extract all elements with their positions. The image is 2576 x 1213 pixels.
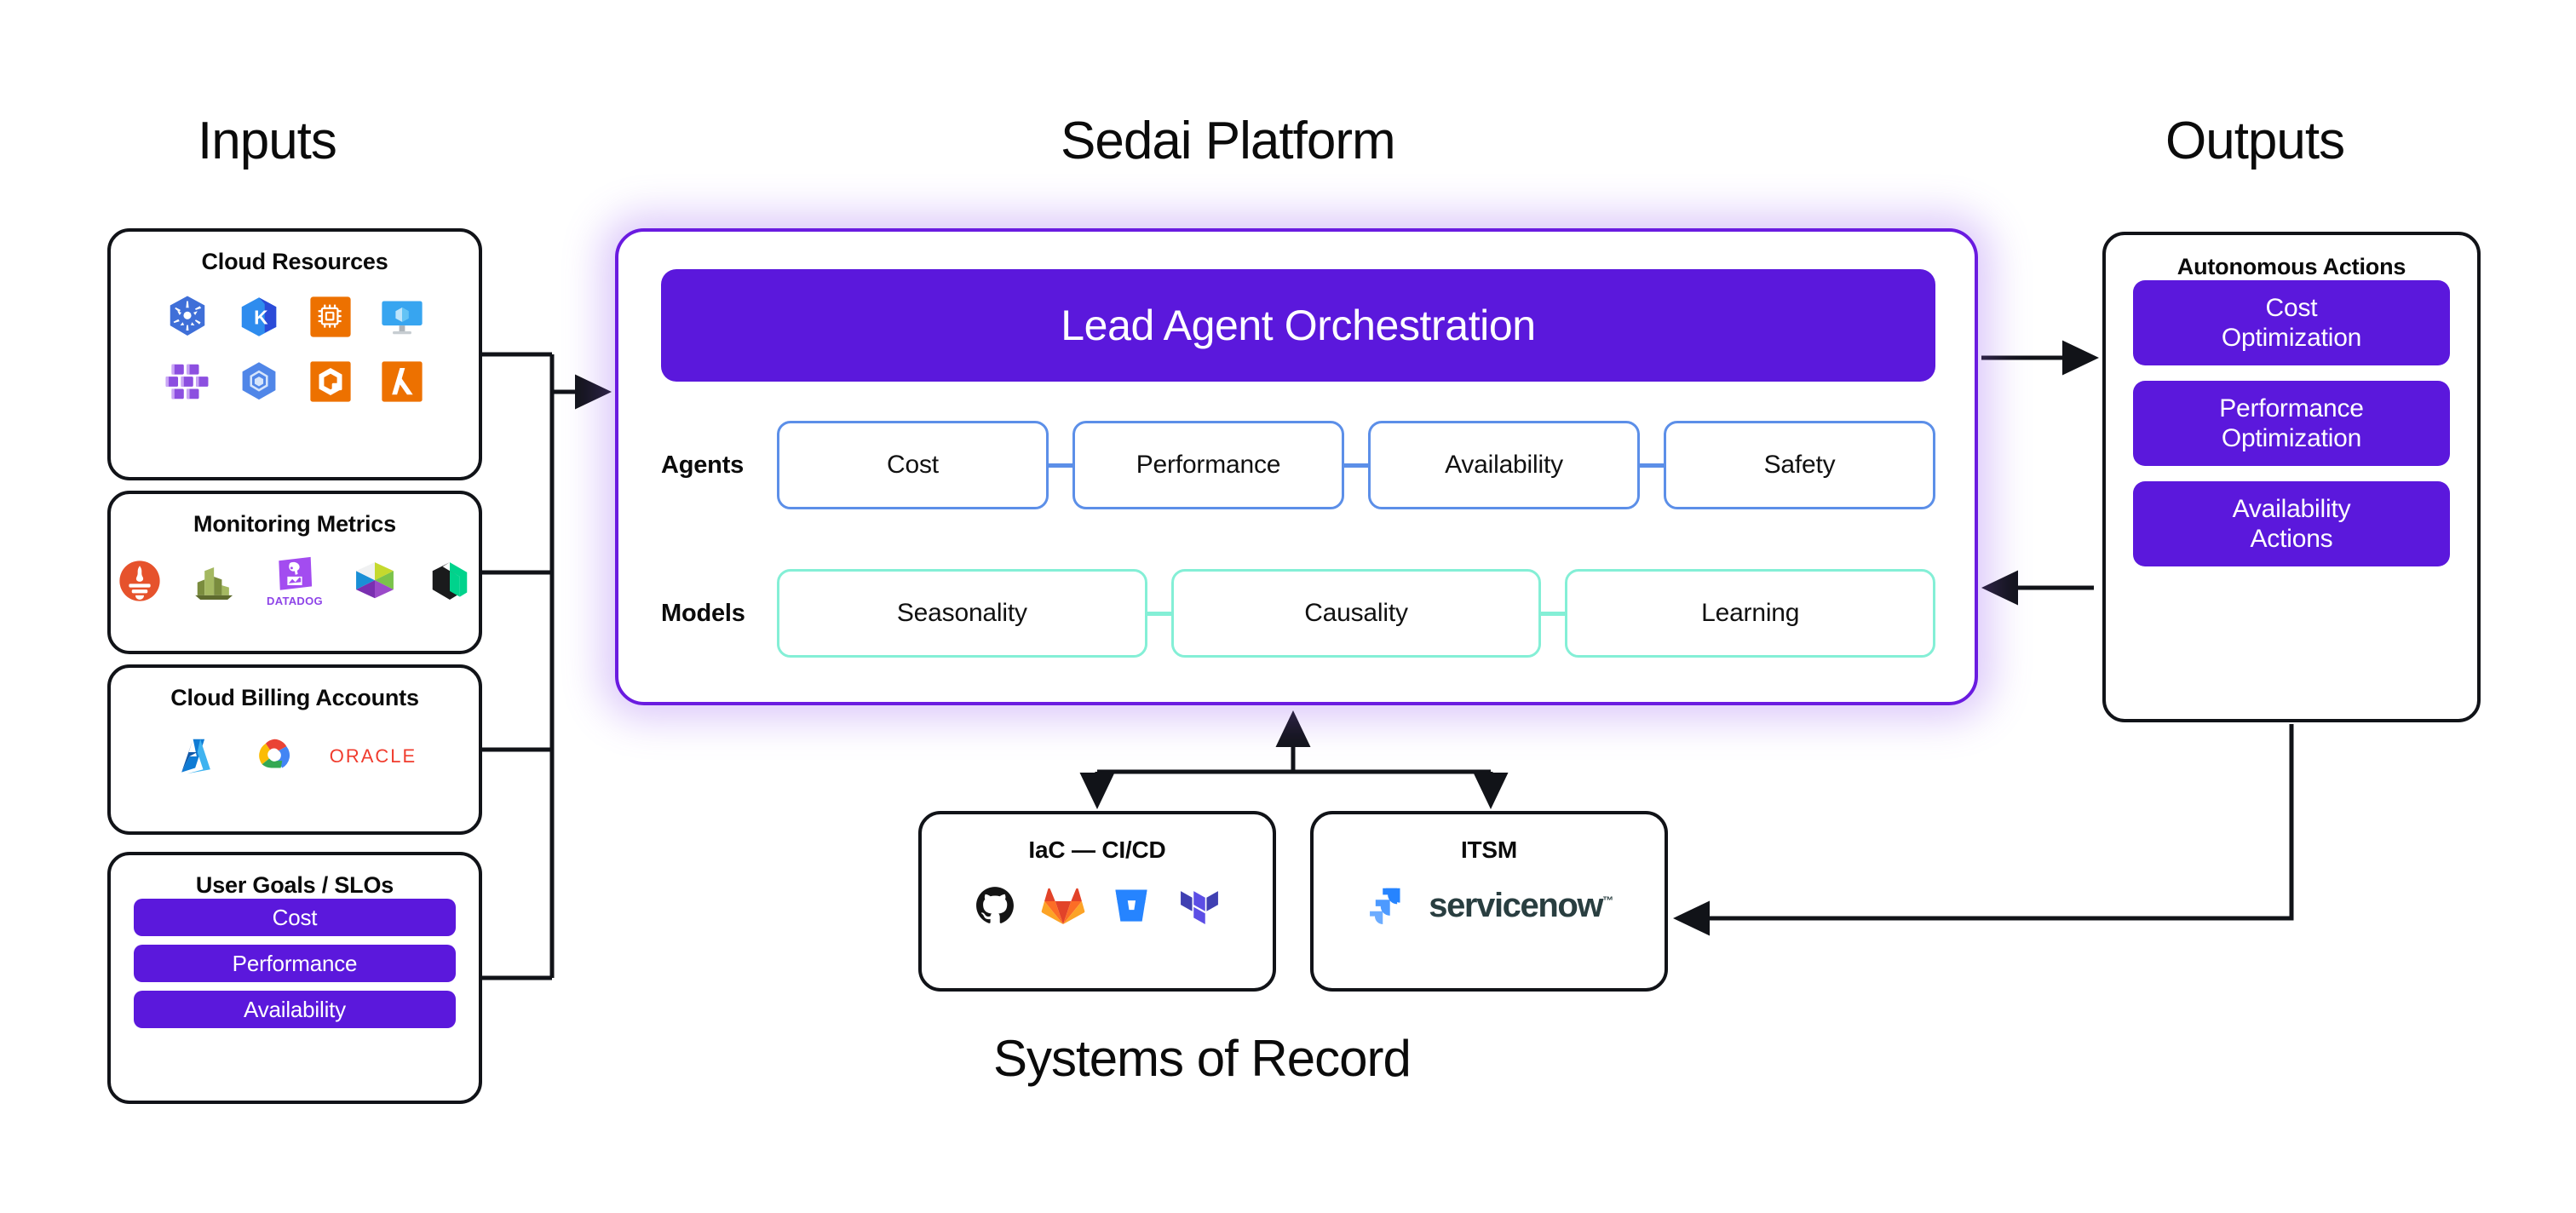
page-title-inputs: Inputs [198, 112, 337, 170]
sedai-platform-panel: Lead Agent Orchestration Agents Cost Per… [615, 228, 1978, 705]
aws-ecr-icon [310, 361, 351, 402]
billing-icon-row: ORACLE [111, 733, 479, 779]
iac-icon-row [922, 882, 1273, 928]
goal-pill-availability[interactable]: Availability [134, 991, 456, 1028]
system-of-record-card-iac-cicd: IaC — CI/CD [918, 811, 1276, 992]
agent-link [1049, 463, 1072, 468]
elastic-icon [356, 562, 394, 599]
gitlab-icon [1041, 888, 1085, 924]
model-node-seasonality[interactable]: Seasonality [777, 569, 1147, 658]
bitbucket-icon [1115, 889, 1147, 922]
aws-lambda-icon [382, 361, 423, 402]
agent-node-availability[interactable]: Availability [1368, 421, 1640, 509]
trademark-mark: ™ [1602, 894, 1613, 907]
card-title: IaC — CI/CD [1028, 836, 1166, 863]
card-title: ITSM [1460, 836, 1518, 863]
cloud-resource-icon-grid: K [111, 294, 479, 405]
agent-node-performance[interactable]: Performance [1072, 421, 1344, 509]
card-title: Cloud Resources [201, 249, 388, 274]
model-link [1147, 611, 1171, 616]
model-node-learning[interactable]: Learning [1565, 569, 1936, 658]
system-of-record-card-itsm: ITSM servicenow™ [1310, 811, 1668, 992]
model-link [1541, 611, 1566, 616]
svg-text:K: K [254, 306, 268, 328]
microsoft-azure-icon [181, 739, 210, 774]
new-relic-icon [432, 562, 468, 600]
input-card-monitoring-metrics: Monitoring Metrics [107, 491, 482, 654]
page-title-outputs: Outputs [2165, 112, 2345, 170]
agents-node-strip: Cost Performance Availability Safety [777, 421, 1935, 509]
google-cloud-icon [258, 739, 290, 768]
agent-node-cost[interactable]: Cost [777, 421, 1049, 509]
azure-virtual-machine-icon [382, 301, 423, 335]
agent-link [1640, 463, 1664, 468]
card-title: User Goals / SLOs [195, 872, 394, 898]
google-kubernetes-engine-icon [242, 362, 276, 400]
lead-agent-orchestration-bar[interactable]: Lead Agent Orchestration [661, 269, 1935, 382]
azure-kubernetes-service-icon: K [241, 297, 277, 336]
agents-layer: Agents Cost Performance Availability Saf… [661, 421, 1935, 509]
page-title-platform: Sedai Platform [1061, 112, 1396, 170]
goal-pill-cost[interactable]: Cost [134, 899, 456, 936]
goal-pill-performance[interactable]: Performance [134, 945, 456, 982]
jira-icon [1370, 888, 1400, 924]
datadog-label: DATADOG [267, 595, 323, 607]
servicenow-wordmark: servicenow™ [1429, 887, 1613, 925]
terraform-icon [1181, 891, 1218, 924]
datadog-icon-group: DATADOG [267, 555, 323, 607]
models-layer: Models Seasonality Causality Learning [661, 569, 1936, 658]
itsm-icon-row: servicenow™ [1314, 882, 1665, 928]
agent-link [1344, 463, 1368, 468]
input-card-user-goals-slos: User Goals / SLOs Cost Performance Avail… [107, 852, 482, 1104]
agent-node-safety[interactable]: Safety [1664, 421, 1935, 509]
model-node-causality[interactable]: Causality [1170, 569, 1542, 658]
aws-ec2-icon [310, 296, 351, 337]
card-title: Cloud Billing Accounts [170, 685, 419, 710]
servicenow-label: servicenow [1429, 886, 1603, 924]
aws-ecs-containers-icon [165, 364, 209, 400]
agents-layer-label: Agents [661, 451, 745, 479]
input-card-cloud-billing-accounts: Cloud Billing Accounts ORACLE [107, 664, 482, 835]
datadog-icon [279, 556, 313, 590]
card-title: Monitoring Metrics [193, 511, 396, 537]
aws-cloudwatch-icon [195, 566, 233, 600]
models-layer-label: Models [661, 599, 745, 627]
prometheus-icon [119, 561, 160, 601]
page-title-systems-of-record: Systems of Record [993, 1030, 1412, 1087]
input-card-cloud-resources: Cloud Resources K [107, 228, 482, 480]
github-icon [976, 887, 1014, 923]
oracle-wordmark: ORACLE [329, 745, 417, 767]
card-title: Autonomous Actions [2176, 254, 2406, 279]
monitoring-icon-row: DATADOG [111, 555, 479, 607]
kubernetes-icon [170, 296, 205, 336]
models-node-strip: Seasonality Causality Learning [777, 569, 1936, 658]
